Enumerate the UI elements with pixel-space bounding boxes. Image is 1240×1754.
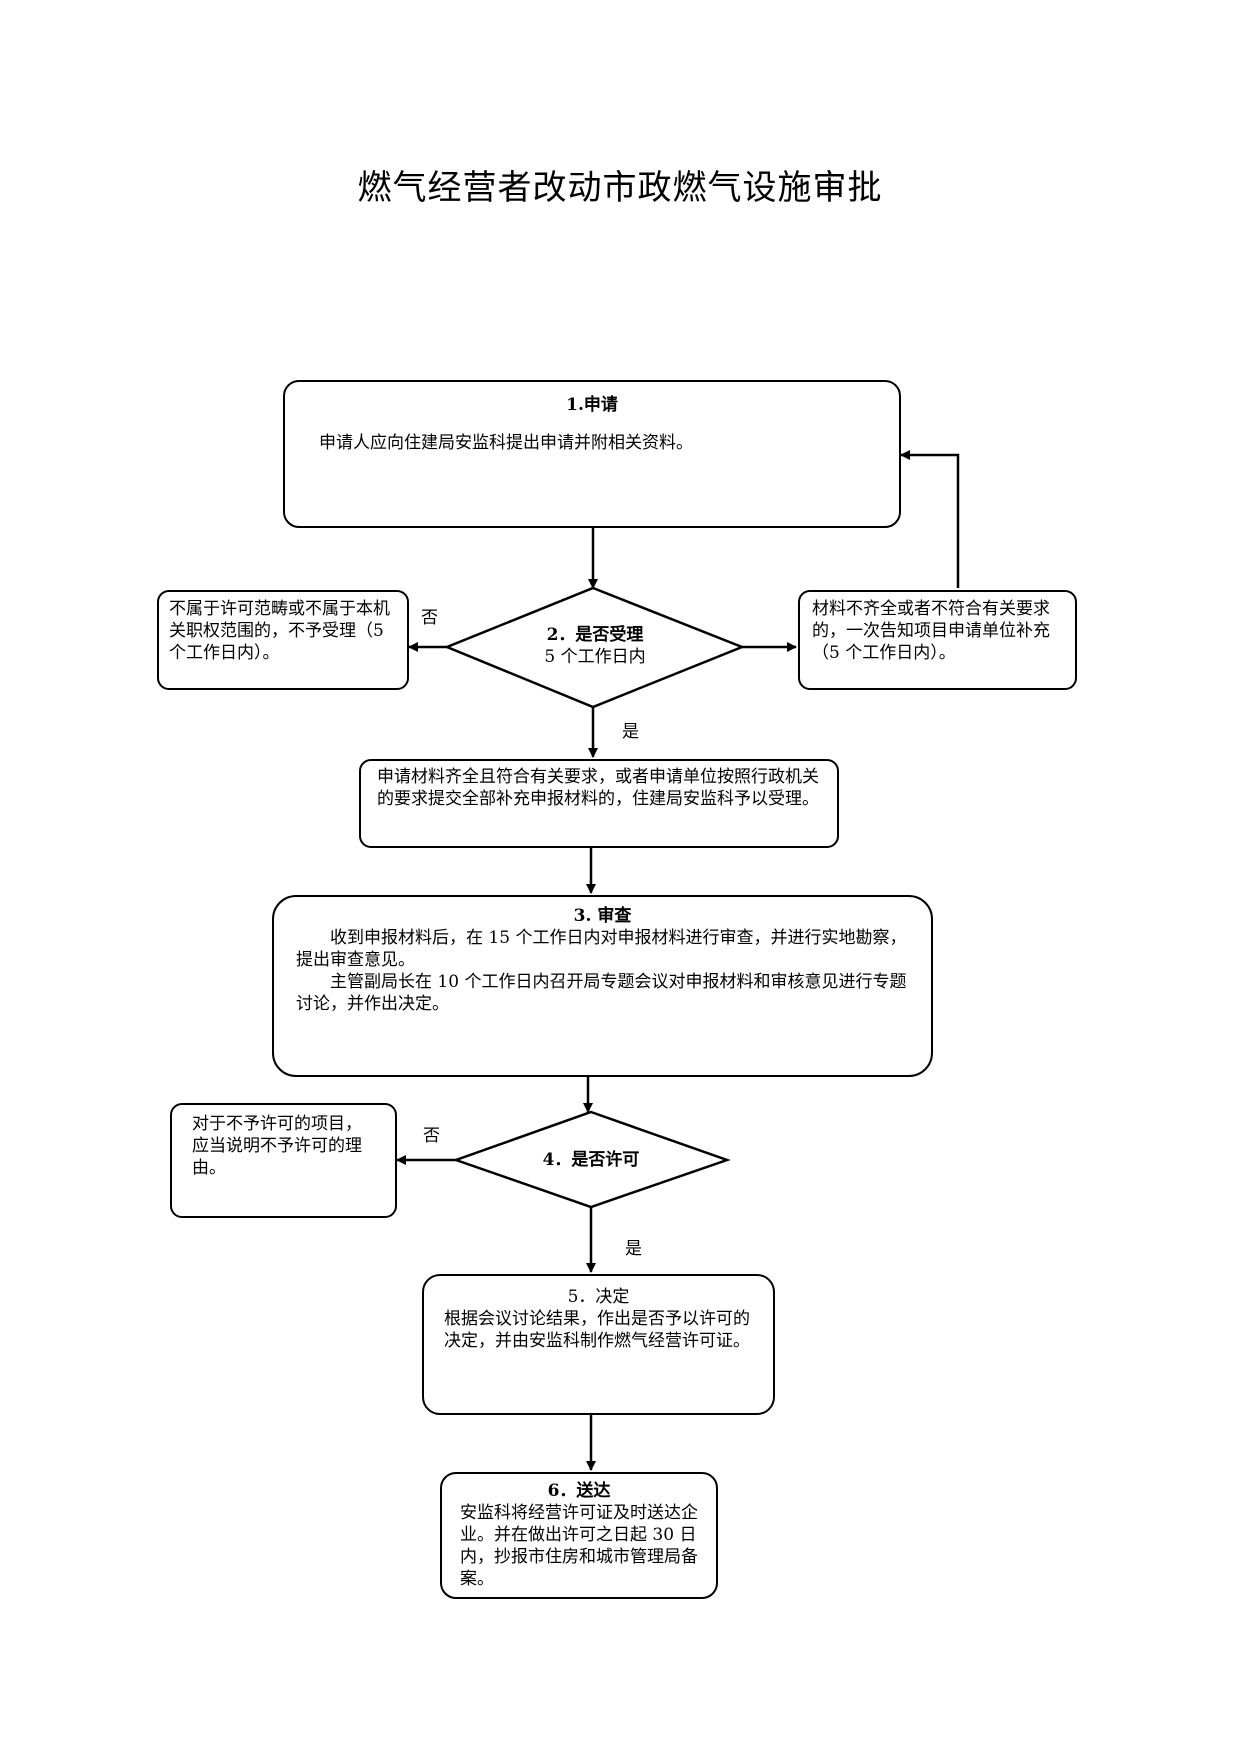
accepted-text: 申请材料齐全且符合有关要求，或者申请单位按照行政机关的要求提交全部补充申报材料的… <box>377 767 819 809</box>
accept-decision-heading: 2．是否受理 <box>546 625 644 645</box>
decide-text: 根据会议讨论结果，作出是否予以许可的决定，并由安监科制作燃气经营许可证。 <box>444 1309 750 1351</box>
no-label-accept: 否 <box>421 608 438 628</box>
reject-box: 不属于许可范畴或不属于本机关职权范围的，不予受理（5 个工作日内）。 <box>157 590 409 690</box>
decide-heading: 5．决定 <box>567 1287 630 1307</box>
accept-decision-text: 2．是否受理 5 个工作日内 <box>500 624 690 668</box>
deliver-box: 6．送达 安监科将经营许可证及时送达企业。并在做出许可之日起 30 日内，抄报市… <box>440 1472 718 1599</box>
deny-box: 对于不予许可的项目，应当说明不予许可的理由。 <box>170 1103 397 1218</box>
yes-label-accept: 是 <box>622 722 639 742</box>
page-title: 燃气经营者改动市政燃气设施审批 <box>357 168 883 208</box>
deliver-text: 安监科将经营许可证及时送达企业。并在做出许可之日起 30 日内，抄报市住房和城市… <box>460 1503 698 1589</box>
review-para-1: 收到申报材料后，在 15 个工作日内对申报材料进行审查，并进行实地勘察，提出审查… <box>296 928 907 970</box>
deny-text: 对于不予许可的项目，应当说明不予许可的理由。 <box>192 1114 362 1178</box>
review-box: 3. 审查 收到申报材料后，在 15 个工作日内对申报材料进行审查，并进行实地勘… <box>272 895 933 1077</box>
accept-decision-subtext: 5 个工作日内 <box>544 647 646 667</box>
yes-label-permit: 是 <box>625 1239 642 1259</box>
deliver-heading: 6．送达 <box>547 1481 611 1501</box>
review-para-2: 主管副局长在 10 个工作日内召开局专题会议对申报材料和审核意见进行专题讨论，并… <box>296 972 907 1014</box>
decide-box: 5．决定 根据会议讨论结果，作出是否予以许可的决定，并由安监科制作燃气经营许可证… <box>422 1274 775 1415</box>
permit-decision-heading: 4．是否许可 <box>542 1150 640 1170</box>
review-heading: 3. 审查 <box>573 906 632 926</box>
supplement-box: 材料不齐全或者不符合有关要求的，一次告知项目申请单位补充（5 个工作日内）。 <box>798 590 1077 690</box>
supplement-text: 材料不齐全或者不符合有关要求的，一次告知项目申请单位补充（5 个工作日内）。 <box>812 599 1050 663</box>
apply-heading: 1.申请 <box>566 395 618 415</box>
apply-text: 申请人应向住建局安监科提出申请并附相关资料。 <box>319 433 693 453</box>
arrow-supplement-to-apply <box>900 450 960 588</box>
permit-decision-text: 4．是否许可 <box>501 1149 681 1171</box>
permit-decision-diamond <box>452 1110 731 1209</box>
reject-text: 不属于许可范畴或不属于本机关职权范围的，不予受理（5 个工作日内）。 <box>169 599 390 663</box>
no-label-permit: 否 <box>423 1126 440 1146</box>
apply-box: 1.申请 申请人应向住建局安监科提出申请并附相关资料。 <box>283 380 901 528</box>
accepted-box: 申请材料齐全且符合有关要求，或者申请单位按照行政机关的要求提交全部补充申报材料的… <box>359 759 839 848</box>
accept-decision-diamond <box>443 586 746 709</box>
